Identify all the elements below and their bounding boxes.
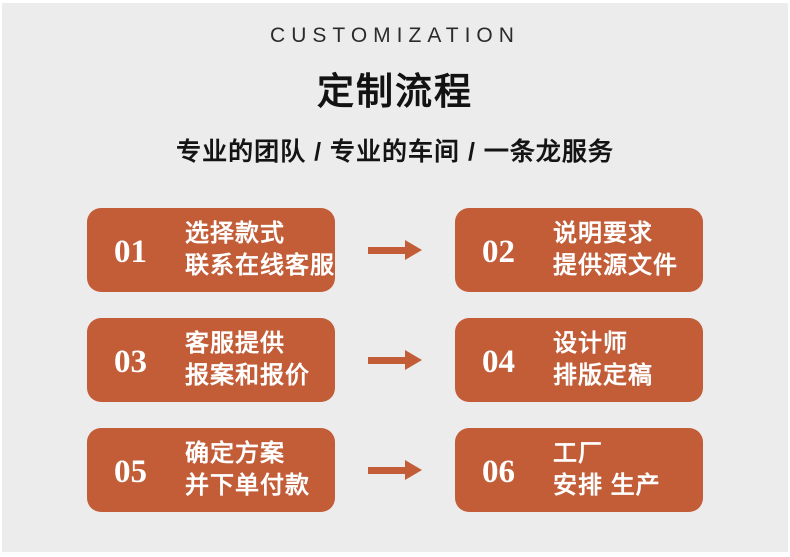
step-text: 说明要求 提供源文件 [553, 218, 678, 282]
step-text: 工厂 安排 生产 [553, 438, 661, 502]
step-text: 选择款式 联系在线客服 [185, 218, 335, 282]
step-text-line2: 并下单付款 [185, 472, 310, 499]
arrow-shaft [368, 466, 405, 474]
step-text-line2: 安排 生产 [553, 472, 661, 499]
flow-arrow-icon [335, 350, 455, 370]
step-number: 03 [114, 343, 147, 380]
arrow-head [405, 460, 422, 480]
step-text-line1: 设计师 [553, 330, 628, 357]
arrow-head [405, 240, 422, 260]
page-subtitle: 专业的团队 / 专业的车间 / 一条龙服务 [176, 138, 614, 166]
step-text-line1: 选择款式 [185, 220, 285, 247]
process-flow: 01 选择款式 联系在线客服 02 说明要求 提供源文件 03 客服提供 报案和… [2, 208, 788, 512]
arrow-shaft [368, 246, 405, 254]
step-text-line2: 提供源文件 [553, 252, 678, 279]
eyebrow-text: CUSTOMIZATION [270, 24, 520, 47]
step-text: 确定方案 并下单付款 [185, 438, 310, 502]
step-text-line1: 客服提供 [185, 330, 285, 357]
arrow-head [405, 350, 422, 370]
step-text: 设计师 排版定稿 [553, 328, 653, 392]
step-text-line1: 说明要求 [553, 220, 653, 247]
step-text-line2: 报案和报价 [185, 362, 310, 389]
step-text: 客服提供 报案和报价 [185, 328, 310, 392]
step-card-03: 03 客服提供 报案和报价 [87, 318, 335, 402]
step-number: 06 [482, 453, 515, 490]
step-text-line1: 工厂 [553, 440, 603, 467]
step-card-05: 05 确定方案 并下单付款 [87, 428, 335, 512]
step-text-line2: 联系在线客服 [185, 252, 335, 279]
page-title: 定制流程 [317, 71, 473, 112]
step-number: 05 [114, 453, 147, 490]
step-text-line1: 确定方案 [185, 440, 285, 467]
step-card-04: 04 设计师 排版定稿 [455, 318, 703, 402]
step-text-line2: 排版定稿 [553, 362, 653, 389]
step-card-06: 06 工厂 安排 生产 [455, 428, 703, 512]
step-card-02: 02 说明要求 提供源文件 [455, 208, 703, 292]
header: CUSTOMIZATION 定制流程 专业的团队 / 专业的车间 / 一条龙服务 [2, 3, 788, 168]
flow-arrow-icon [335, 240, 455, 260]
arrow-shaft [368, 356, 405, 364]
step-number: 02 [482, 233, 515, 270]
infographic-canvas: CUSTOMIZATION 定制流程 专业的团队 / 专业的车间 / 一条龙服务… [2, 3, 788, 552]
flow-arrow-icon [335, 460, 455, 480]
step-number: 04 [482, 343, 515, 380]
step-number: 01 [114, 233, 147, 270]
step-card-01: 01 选择款式 联系在线客服 [87, 208, 335, 292]
